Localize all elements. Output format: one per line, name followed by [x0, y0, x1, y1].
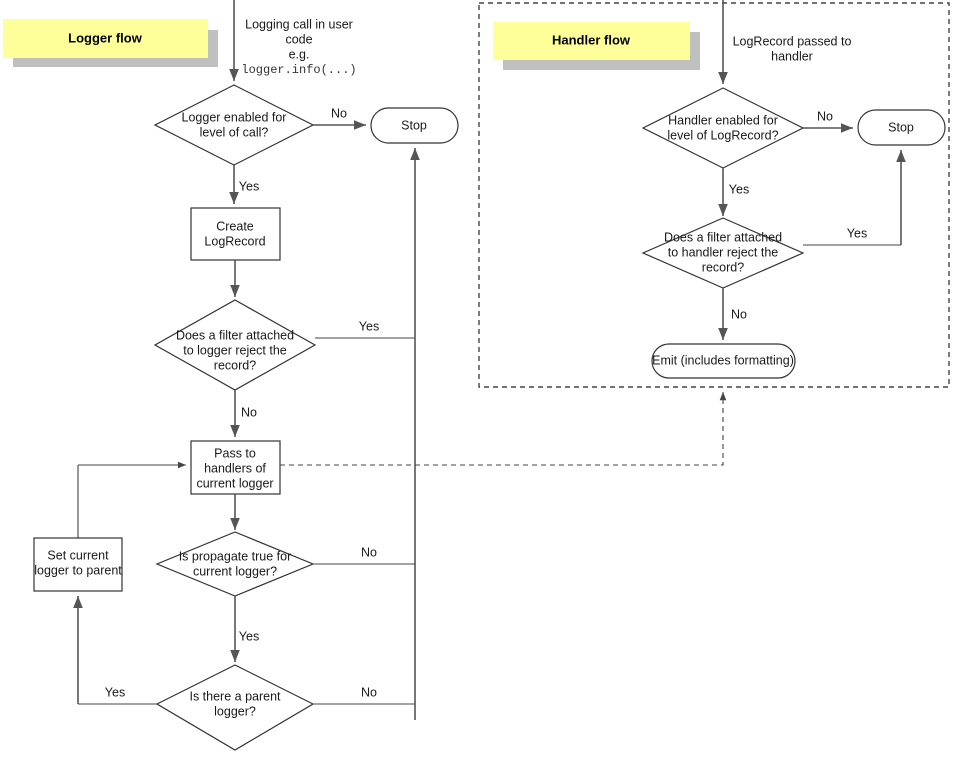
- process-pass-to-handlers: [190, 440, 281, 495]
- decision-logger-enabled-line2: level of call?: [200, 125, 269, 139]
- decision-logger-filter-line1: Does a filter attached: [176, 328, 294, 342]
- decision-logger-filter-line2: to logger reject the: [183, 343, 287, 357]
- decision-logger-enabled-line1: Logger enabled for: [182, 110, 287, 124]
- edge-label-logger-filter-yes: Yes: [359, 319, 379, 333]
- edge-label-handler-enabled-no: No: [817, 109, 833, 123]
- process-pass-to-handlers-line2: handlers of: [204, 461, 266, 475]
- edge-label-parent-exists-yes: Yes: [105, 685, 125, 699]
- logger-flow-title-box: [3, 19, 208, 58]
- decision-handler-filter-line3: record?: [702, 260, 744, 274]
- process-set-parent-line1: Set current: [47, 548, 109, 562]
- decision-propagate-line1: Is propagate true for: [179, 549, 292, 563]
- logger-entry-label-line2: code: [285, 32, 312, 46]
- logger-entry-label-line1: Logging call in user: [245, 17, 353, 31]
- terminal-handler-stop: [857, 109, 946, 146]
- decision-parent-exists-line2: logger?: [214, 704, 256, 718]
- terminal-logger-stop: [370, 107, 459, 144]
- edge-label-propagate-yes: Yes: [239, 629, 259, 643]
- edge-handoff-to-handler-flow: [280, 392, 727, 466]
- decision-propagate-line2: current logger?: [193, 564, 277, 578]
- terminal-emit: [651, 343, 796, 379]
- decision-handler-filter-line1: Does a filter attached: [664, 230, 782, 244]
- edge-label-parent-exists-no: No: [361, 685, 377, 699]
- process-set-parent-line2: logger to parent: [34, 563, 122, 577]
- edge-label-logger-filter-no: No: [241, 405, 257, 419]
- handler-flow-group-box: [478, 2, 950, 388]
- terminal-emit-label: Emit (includes formatting): [652, 353, 794, 367]
- logger-entry-label-line3: e.g.: [289, 47, 310, 61]
- decision-parent-exists: [155, 664, 315, 751]
- process-create-logrecord-line1: Create: [216, 219, 254, 233]
- logger-entry-label-code: logger.info(...): [241, 63, 356, 77]
- logger-flow-title: Logger flow: [68, 30, 143, 45]
- process-pass-to-handlers-line3: current logger: [196, 476, 273, 490]
- decision-parent-exists-line1: Is there a parent: [189, 689, 281, 703]
- process-set-current-logger-to-parent: [33, 537, 123, 592]
- handler-flow-title: Handler flow: [552, 32, 631, 47]
- terminal-logger-stop-label: Stop: [401, 118, 427, 132]
- edge-label-logger-enabled-no: No: [331, 106, 347, 120]
- edge-label-handler-filter-no: No: [731, 307, 747, 321]
- process-create-logrecord-line2: LogRecord: [204, 234, 265, 248]
- edge-label-logger-enabled-yes: Yes: [239, 179, 259, 193]
- handler-entry-label-line2: handler: [771, 49, 813, 63]
- decision-handler-filter-line2: to handler reject the: [668, 245, 779, 259]
- decision-handler-enabled-line1: Handler enabled for: [668, 113, 778, 127]
- decision-logger-filter-line3: record?: [214, 358, 256, 372]
- decision-handler-enabled-line2: level of LogRecord?: [667, 128, 778, 142]
- edge-label-handler-filter-yes: Yes: [847, 226, 867, 240]
- edge-label-propagate-no: No: [361, 545, 377, 559]
- handler-entry-label-line1: LogRecord passed to: [733, 34, 852, 48]
- terminal-handler-stop-label: Stop: [888, 120, 914, 134]
- process-pass-to-handlers-line1: Pass to: [214, 446, 256, 460]
- edge-label-handler-enabled-yes: Yes: [729, 182, 749, 196]
- handler-flow-title-box: [493, 22, 690, 60]
